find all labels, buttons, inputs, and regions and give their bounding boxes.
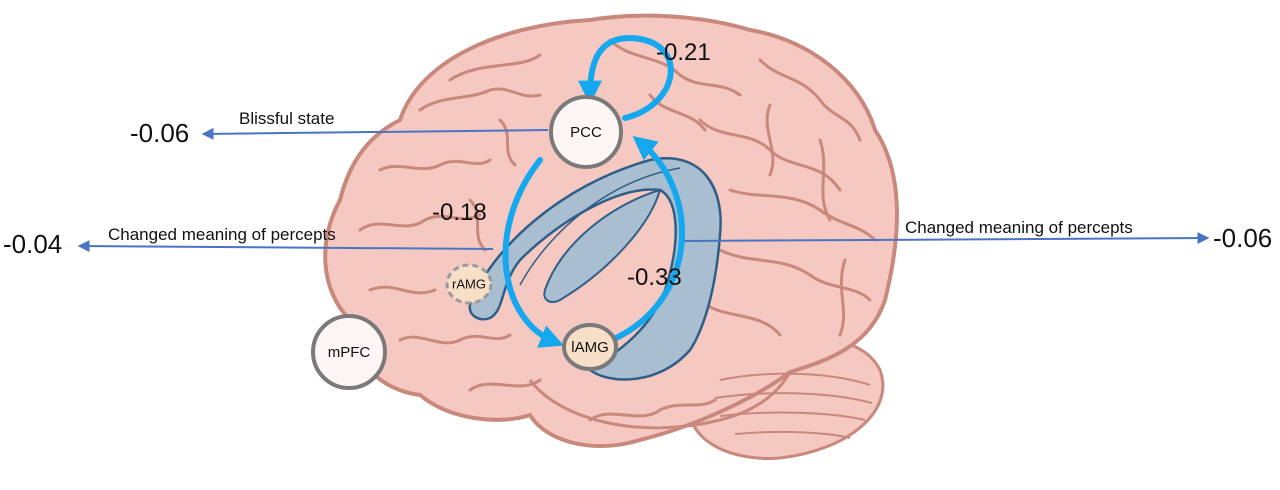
node-ramg: rAMG — [445, 263, 493, 305]
outcome-blissful-value: -0.06 — [130, 118, 189, 148]
cerebellum-folia — [714, 372, 873, 439]
connectivity — [502, 34, 685, 348]
coef-pcc-to-lamg: -0.18 — [432, 199, 487, 226]
outcome-changed-right-value: -0.06 — [1213, 223, 1272, 253]
outcome-changed-left-value: -0.04 — [3, 229, 62, 259]
arrow-changed-right — [682, 232, 1210, 245]
pcc-to-lamg-arrow — [502, 157, 564, 348]
outcome-changed-right-label: Changed meaning of percepts — [905, 218, 1133, 237]
pcc-self-loop — [578, 34, 674, 121]
arrow-blissful — [201, 127, 549, 140]
coef-lamg-to-pcc: -0.33 — [627, 264, 682, 291]
outcome-changed-left-label: Changed meaning of percepts — [108, 225, 336, 244]
ramg-label: rAMG — [452, 276, 486, 291]
pcc-label: PCC — [570, 124, 602, 141]
lamg-to-pcc-arrow — [609, 135, 685, 343]
node-lamg: lAMG — [562, 323, 618, 371]
mpfc-label: mPFC — [328, 344, 371, 361]
coef-pcc-self: -0.21 — [656, 39, 711, 66]
outcome-blissful-label: Blissful state — [239, 109, 334, 128]
arrow-changed-left — [77, 240, 494, 253]
node-mpfc: mPFC — [311, 314, 387, 390]
lamg-label: lAMG — [571, 339, 609, 356]
node-pcc: PCC — [549, 95, 623, 169]
